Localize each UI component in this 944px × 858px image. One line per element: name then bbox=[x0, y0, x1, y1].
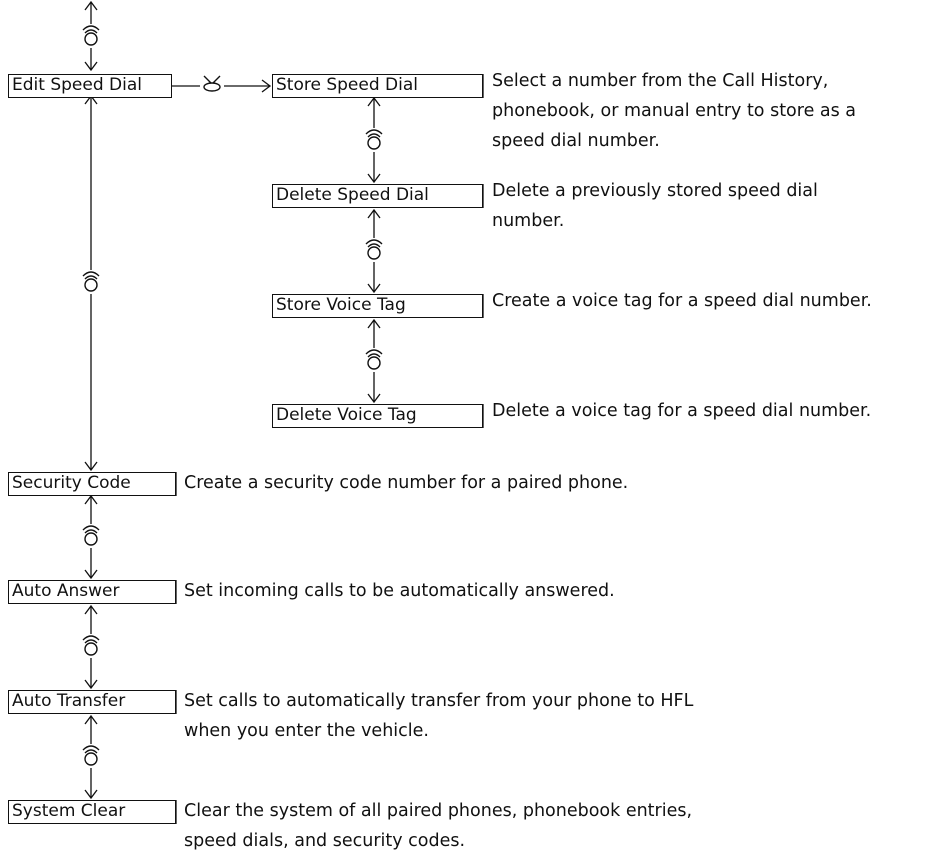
description-line: Create a security code number for a pair… bbox=[184, 473, 629, 493]
description-line: phonebook, or manual entry to store as a bbox=[492, 101, 857, 121]
menu-label: Store Voice Tag bbox=[276, 295, 406, 315]
interface-dial-rotate-icon bbox=[80, 524, 102, 548]
description-delete-voice-tag: Delete a voice tag for a speed dial numb… bbox=[492, 396, 871, 426]
description-line: speed dial number. bbox=[492, 131, 660, 151]
menu-box-auto-transfer: Auto Transfer bbox=[8, 690, 176, 714]
menu-box-system-clear: System Clear bbox=[8, 800, 176, 824]
description-line: number. bbox=[492, 211, 565, 231]
interface-dial-rotate-icon bbox=[363, 238, 385, 262]
description-line: Select a number from the Call History, bbox=[492, 71, 829, 91]
description-store-voice-tag: Create a voice tag for a speed dial numb… bbox=[492, 286, 872, 316]
menu-label: Edit Speed Dial bbox=[12, 75, 142, 95]
interface-dial-rotate-icon bbox=[80, 634, 102, 658]
description-security-code: Create a security code number for a pair… bbox=[184, 468, 628, 498]
menu-box-store-speed-dial: Store Speed Dial bbox=[272, 74, 483, 98]
description-delete-speed-dial: Delete a previously stored speed dial nu… bbox=[492, 176, 818, 236]
menu-label: Security Code bbox=[12, 473, 131, 493]
description-line: Set calls to automatically transfer from… bbox=[184, 691, 694, 711]
description-line: Set incoming calls to be automatically a… bbox=[184, 581, 615, 601]
description-auto-answer: Set incoming calls to be automatically a… bbox=[184, 576, 615, 606]
menu-label: Auto Answer bbox=[12, 581, 120, 601]
description-line: Clear the system of all paired phones, p… bbox=[184, 801, 693, 821]
interface-dial-rotate-icon bbox=[80, 744, 102, 768]
menu-label: Delete Voice Tag bbox=[276, 405, 417, 425]
menu-label: Delete Speed Dial bbox=[276, 185, 429, 205]
description-line: Delete a previously stored speed dial bbox=[492, 181, 818, 201]
menu-box-security-code: Security Code bbox=[8, 472, 176, 496]
interface-dial-rotate-icon bbox=[80, 24, 102, 48]
menu-box-auto-answer: Auto Answer bbox=[8, 580, 176, 604]
description-line: Create a voice tag for a speed dial numb… bbox=[492, 291, 872, 311]
description-auto-transfer: Set calls to automatically transfer from… bbox=[184, 686, 693, 746]
menu-box-delete-voice-tag: Delete Voice Tag bbox=[272, 404, 483, 428]
interface-dial-rotate-icon bbox=[363, 128, 385, 152]
interface-dial-rotate-icon bbox=[80, 270, 102, 294]
interface-dial-press-icon bbox=[200, 74, 224, 96]
description-line: Delete a voice tag for a speed dial numb… bbox=[492, 401, 872, 421]
menu-label: System Clear bbox=[12, 801, 126, 821]
description-line: when you enter the vehicle. bbox=[184, 721, 429, 741]
description-store-speed-dial: Select a number from the Call History, p… bbox=[492, 66, 856, 156]
interface-dial-rotate-icon bbox=[363, 348, 385, 372]
description-system-clear: Clear the system of all paired phones, p… bbox=[184, 796, 692, 856]
menu-box-store-voice-tag: Store Voice Tag bbox=[272, 294, 483, 318]
menu-box-edit-speed-dial: Edit Speed Dial bbox=[8, 74, 172, 98]
description-line: speed dials, and security codes. bbox=[184, 831, 466, 851]
menu-box-delete-speed-dial: Delete Speed Dial bbox=[272, 184, 483, 208]
menu-label: Auto Transfer bbox=[12, 691, 126, 711]
menu-label: Store Speed Dial bbox=[276, 75, 418, 95]
